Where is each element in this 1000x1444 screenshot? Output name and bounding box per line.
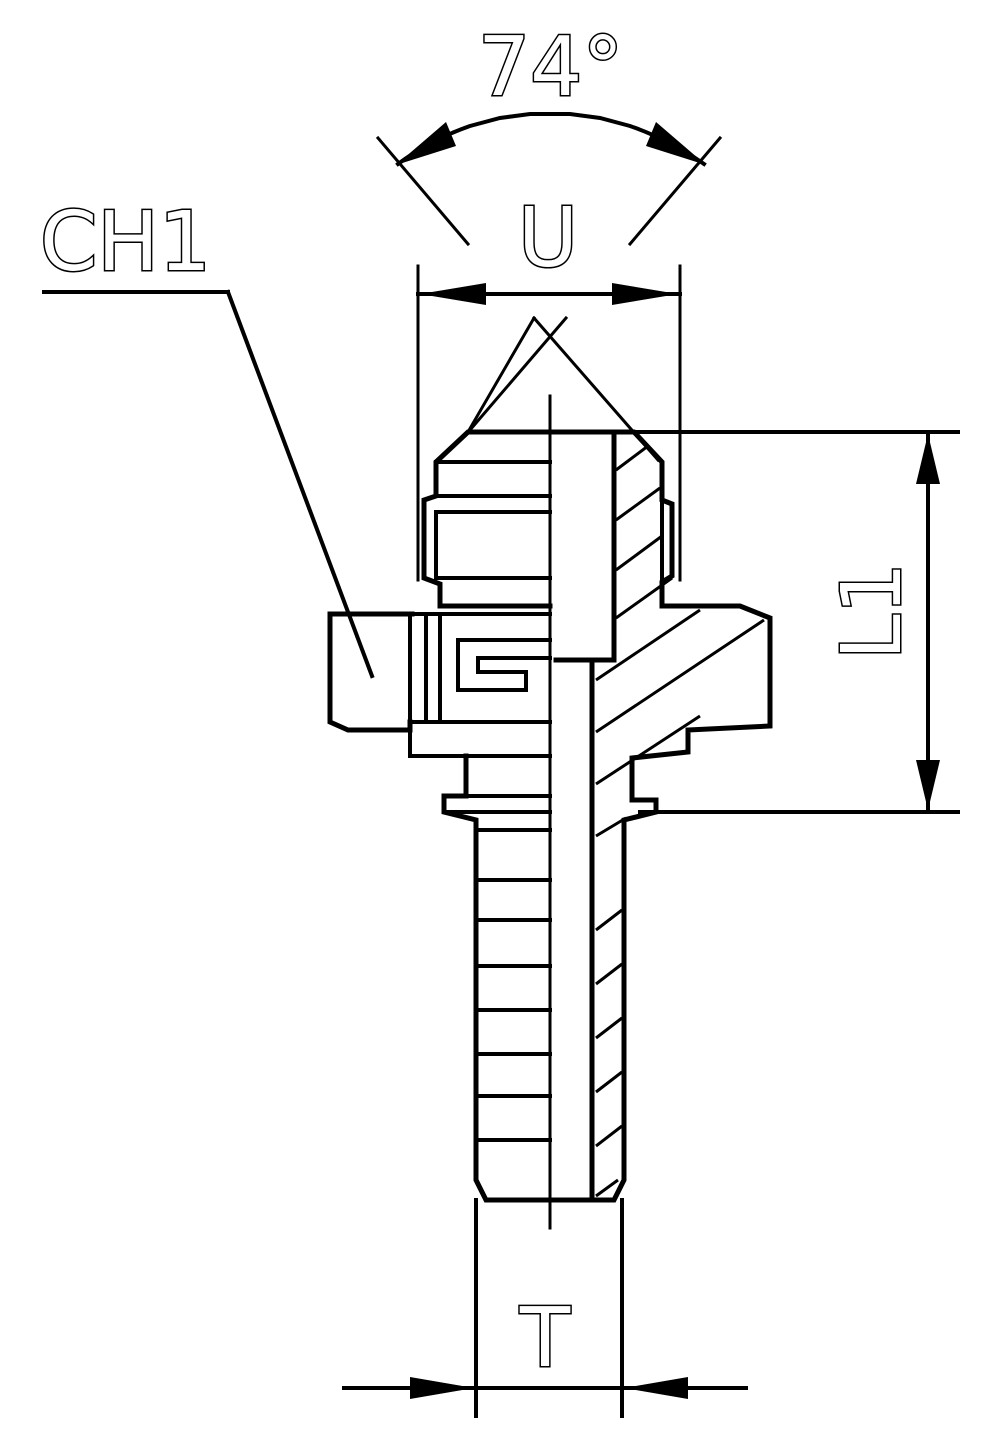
thread-diameter-label: U xyxy=(518,191,578,286)
angle-label: 74° xyxy=(478,20,623,115)
fitting-right-half xyxy=(547,429,773,1203)
tail-diameter-label: T xyxy=(519,1291,571,1386)
section-hatching xyxy=(595,444,765,1198)
hex-label: CH1 xyxy=(40,195,211,290)
u-dimension xyxy=(416,264,682,582)
angle-dimension xyxy=(375,112,723,247)
length-label: L1 xyxy=(825,562,920,660)
t-dimension xyxy=(342,1198,748,1418)
fitting-left-half xyxy=(327,429,553,1203)
hex-leader xyxy=(42,289,375,679)
cone-construction xyxy=(465,315,661,463)
